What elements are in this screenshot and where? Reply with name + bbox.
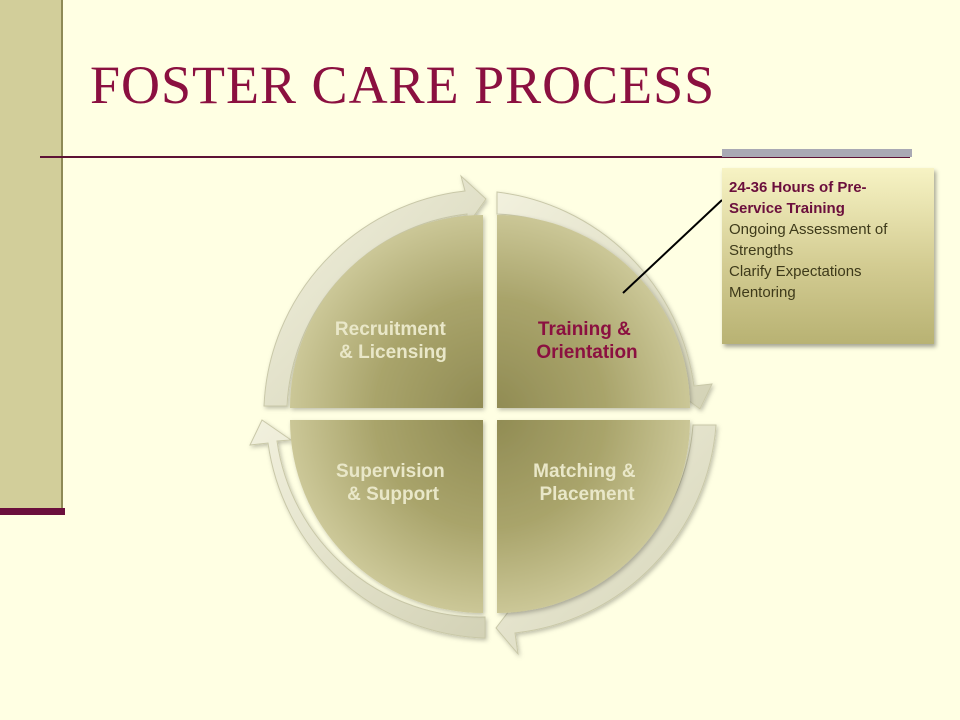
callout-heading-line1: 24-36 Hours of Pre- [729,179,867,196]
quadrant-label-supervision: Supervision & Support [336,461,450,505]
quadrant-bottom-right [497,420,690,613]
quadrant-top-left [290,215,483,408]
title-divider [40,156,910,158]
slide-title: FOSTER CARE PROCESS [90,55,716,115]
quadrant-label-training: Training & Orientation [536,319,637,363]
ring-arrow-top-left [263,174,487,407]
callout-item-assessment-line2: Strengths [729,242,794,259]
callout-item-mentoring: Mentoring [729,284,796,301]
callout-item-assessment-line1: Ongoing Assessment of [729,221,888,238]
ring-arrow-bottom-left [249,419,486,639]
quadrant-bottom-left [290,420,483,613]
quadrant-label-matching: Matching & Placement [533,461,641,505]
left-accent-bar [0,0,63,508]
quadrant-label-recruitment: Recruitment & Licensing [335,319,451,363]
quadrant-top-right [497,215,690,408]
callout-item-expectations: Clarify Expectations [729,263,862,280]
callout-heading-line2: Service Training [729,200,845,217]
left-accent-bar-cap [0,508,65,515]
callout-connector-line [622,199,723,294]
training-details-callout: 24-36 Hours of Pre- Service Training Ong… [722,168,934,344]
callout-top-bar [722,149,912,157]
